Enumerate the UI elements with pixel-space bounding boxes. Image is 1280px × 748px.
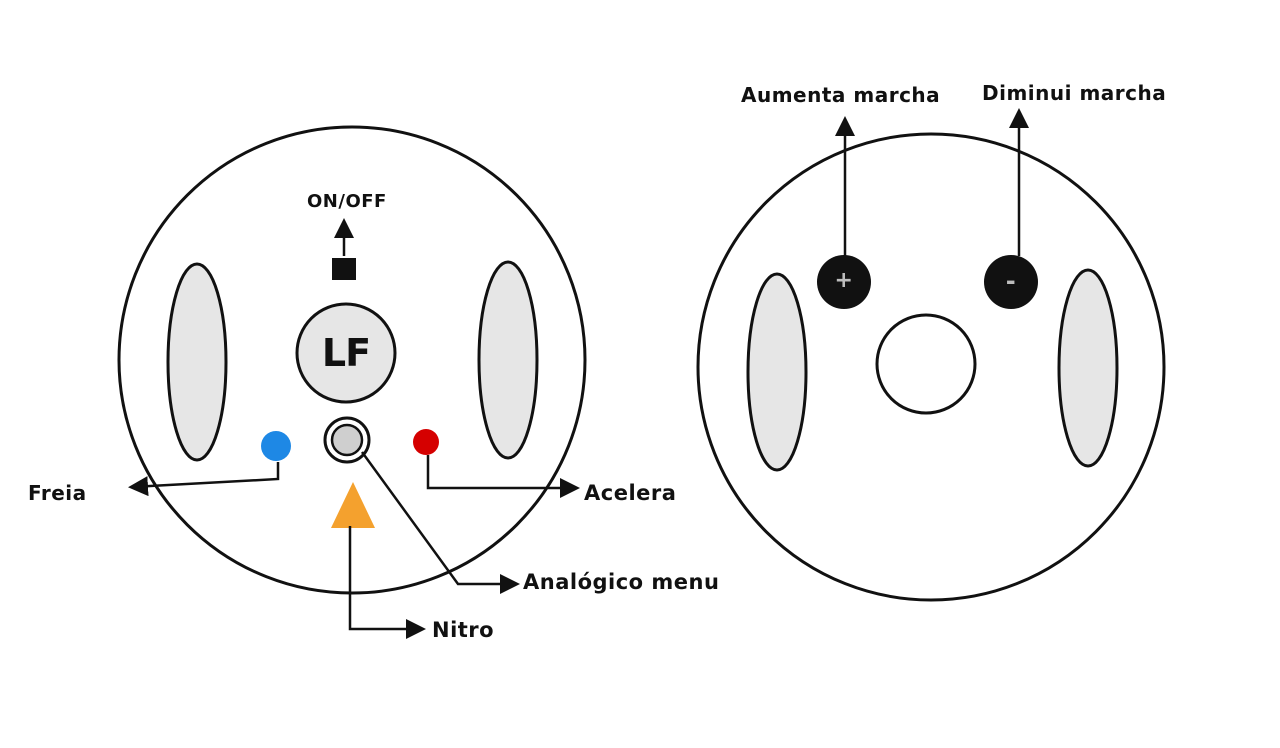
front-right-grip xyxy=(477,260,539,460)
back-center-hole xyxy=(875,313,977,415)
back-left-grip xyxy=(746,272,808,472)
gear-up-label: Aumenta marcha xyxy=(741,83,941,107)
gear-down-label: Diminui marcha xyxy=(982,81,1167,105)
brake-leader xyxy=(128,462,280,497)
nitro-button[interactable] xyxy=(331,482,375,528)
accelerate-button[interactable] xyxy=(413,429,439,455)
gear-down-button[interactable] xyxy=(984,255,1038,309)
gear-up-button[interactable] xyxy=(817,255,871,309)
front-controller-view xyxy=(117,125,587,639)
plus-icon: + xyxy=(834,268,854,293)
nitro-label: Nitro xyxy=(432,618,495,642)
minus-icon: - xyxy=(1005,267,1017,295)
joystick-leader xyxy=(360,451,520,594)
front-left-grip xyxy=(166,262,228,462)
logo-text: LF xyxy=(321,331,371,375)
brake-label: Freia xyxy=(28,481,87,505)
nitro-leader xyxy=(348,526,426,639)
power-button[interactable] xyxy=(332,258,356,280)
joystick-stick[interactable] xyxy=(330,423,364,457)
accelerate-leader xyxy=(426,455,580,498)
back-right-grip xyxy=(1057,268,1119,468)
joystick-label: Analógico menu xyxy=(523,570,720,594)
accelerate-label: Acelera xyxy=(584,481,677,505)
back-controller-view xyxy=(696,108,1166,602)
power-label: ON/OFF xyxy=(307,191,387,212)
logo-disc xyxy=(295,302,397,404)
brake-button[interactable] xyxy=(261,431,291,461)
